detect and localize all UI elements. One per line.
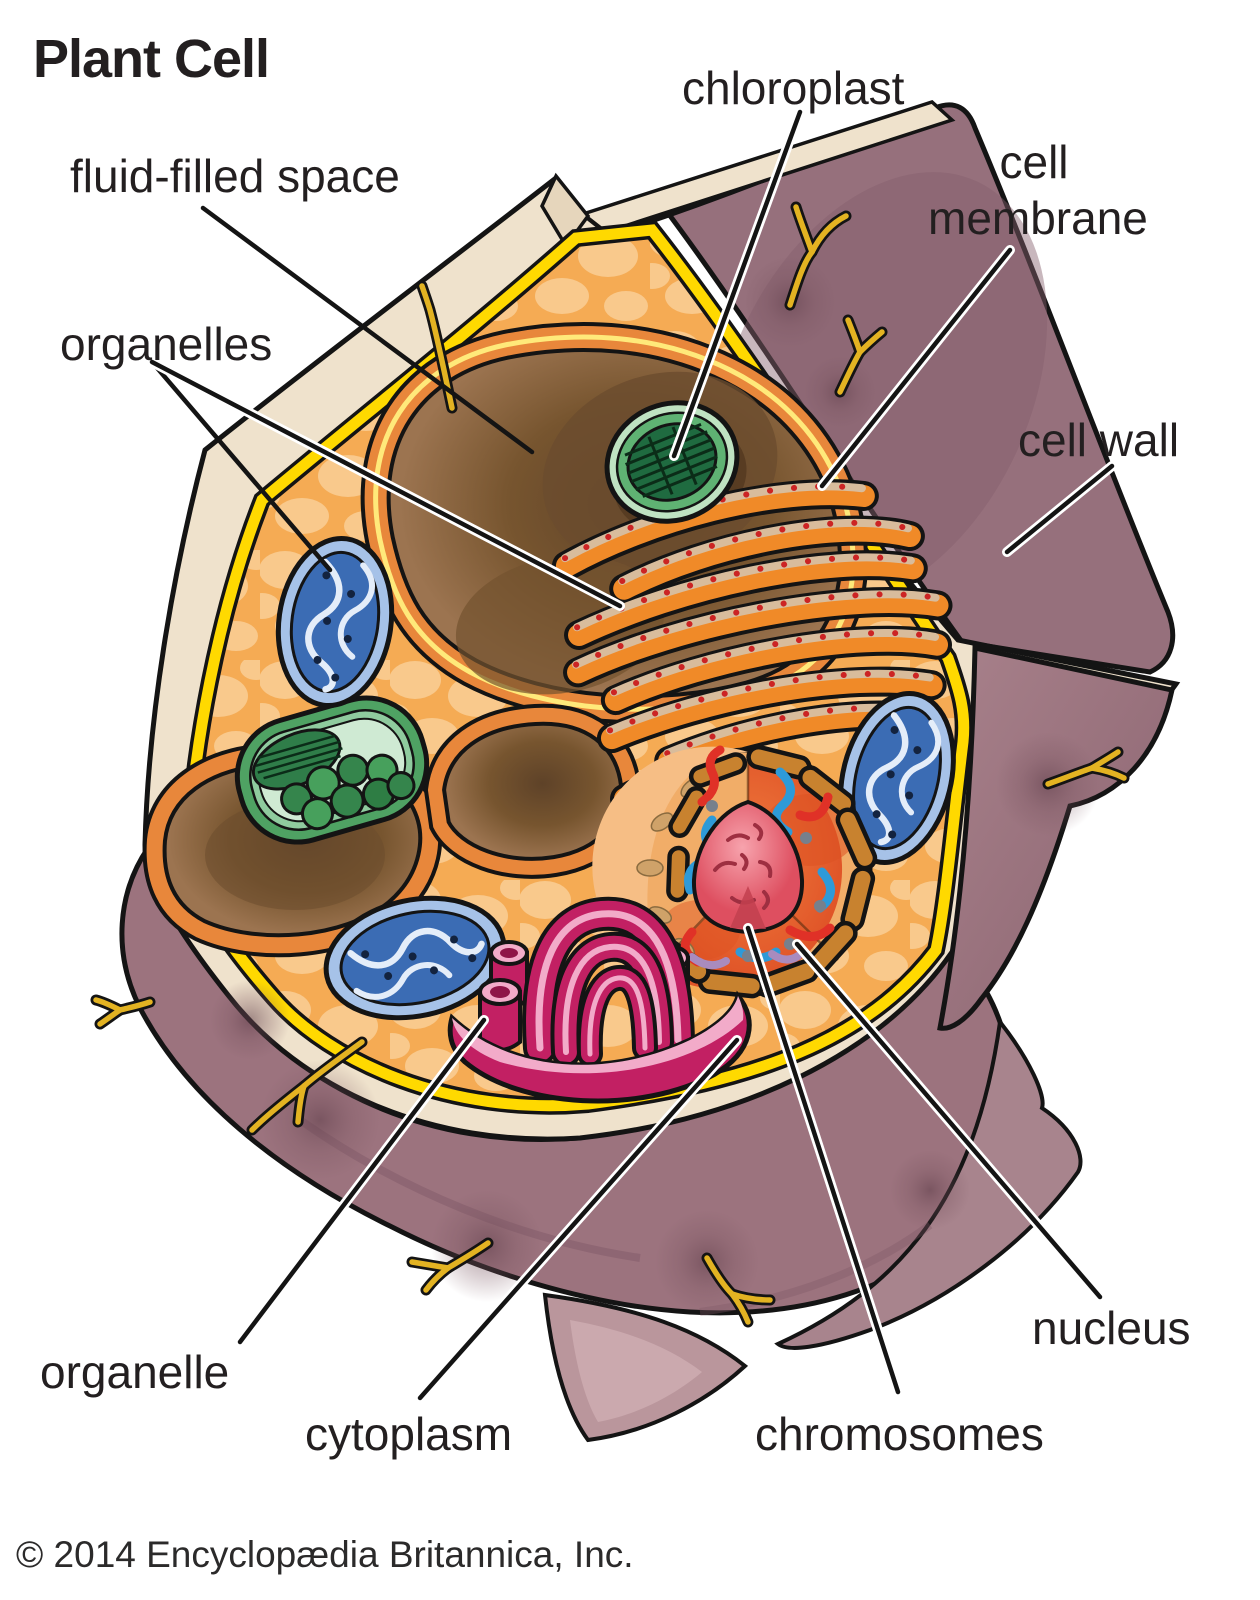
label-chloroplast: chloroplast	[682, 62, 905, 114]
page-title: Plant Cell	[33, 29, 270, 89]
leader-fluid-filled-space	[200, 205, 535, 455]
label-fluid-filled-space: fluid-filled space	[70, 150, 400, 202]
leader-cell-wall	[1002, 461, 1117, 557]
chloroplast-cut	[234, 695, 430, 845]
nucleolus	[691, 799, 805, 935]
label-cell-membrane: cell membrane	[928, 136, 1148, 245]
copyright-notice: © 2014 Encyclopædia Britannica, Inc.	[16, 1534, 634, 1575]
leader-organelles	[147, 357, 625, 611]
grana-stacks	[280, 753, 416, 831]
label-nucleus: nucleus	[1032, 1302, 1191, 1354]
leader-chromosomes	[743, 923, 903, 1397]
chromosomes	[680, 745, 835, 970]
label-chromosomes: chromosomes	[755, 1408, 1044, 1460]
label-cell-wall: cell wall	[1018, 414, 1180, 466]
leader-chloroplast	[669, 107, 805, 461]
leader-nucleus	[792, 939, 1105, 1302]
leader-organelle	[235, 1015, 489, 1347]
leader-cell-membrane	[817, 245, 1015, 491]
golgi-apparatus	[447, 896, 752, 1104]
leader-cytoplasm	[415, 1035, 742, 1403]
wall-dimples	[210, 256, 1100, 1314]
cell-wall-right-strip	[937, 644, 1175, 1031]
chloroplast	[604, 400, 740, 524]
mitochondrion-left	[275, 535, 395, 709]
nucleus	[592, 744, 878, 999]
mitochondrion-bottom	[323, 895, 507, 1021]
label-cytoplasm: cytoplasm	[305, 1408, 513, 1460]
label-organelle: organelle	[40, 1346, 230, 1398]
label-organelles: organelles	[60, 318, 273, 370]
plasmodesmata	[90, 201, 1130, 1328]
leader-lines	[147, 107, 1117, 1403]
golgi-cisternae	[522, 896, 695, 1067]
